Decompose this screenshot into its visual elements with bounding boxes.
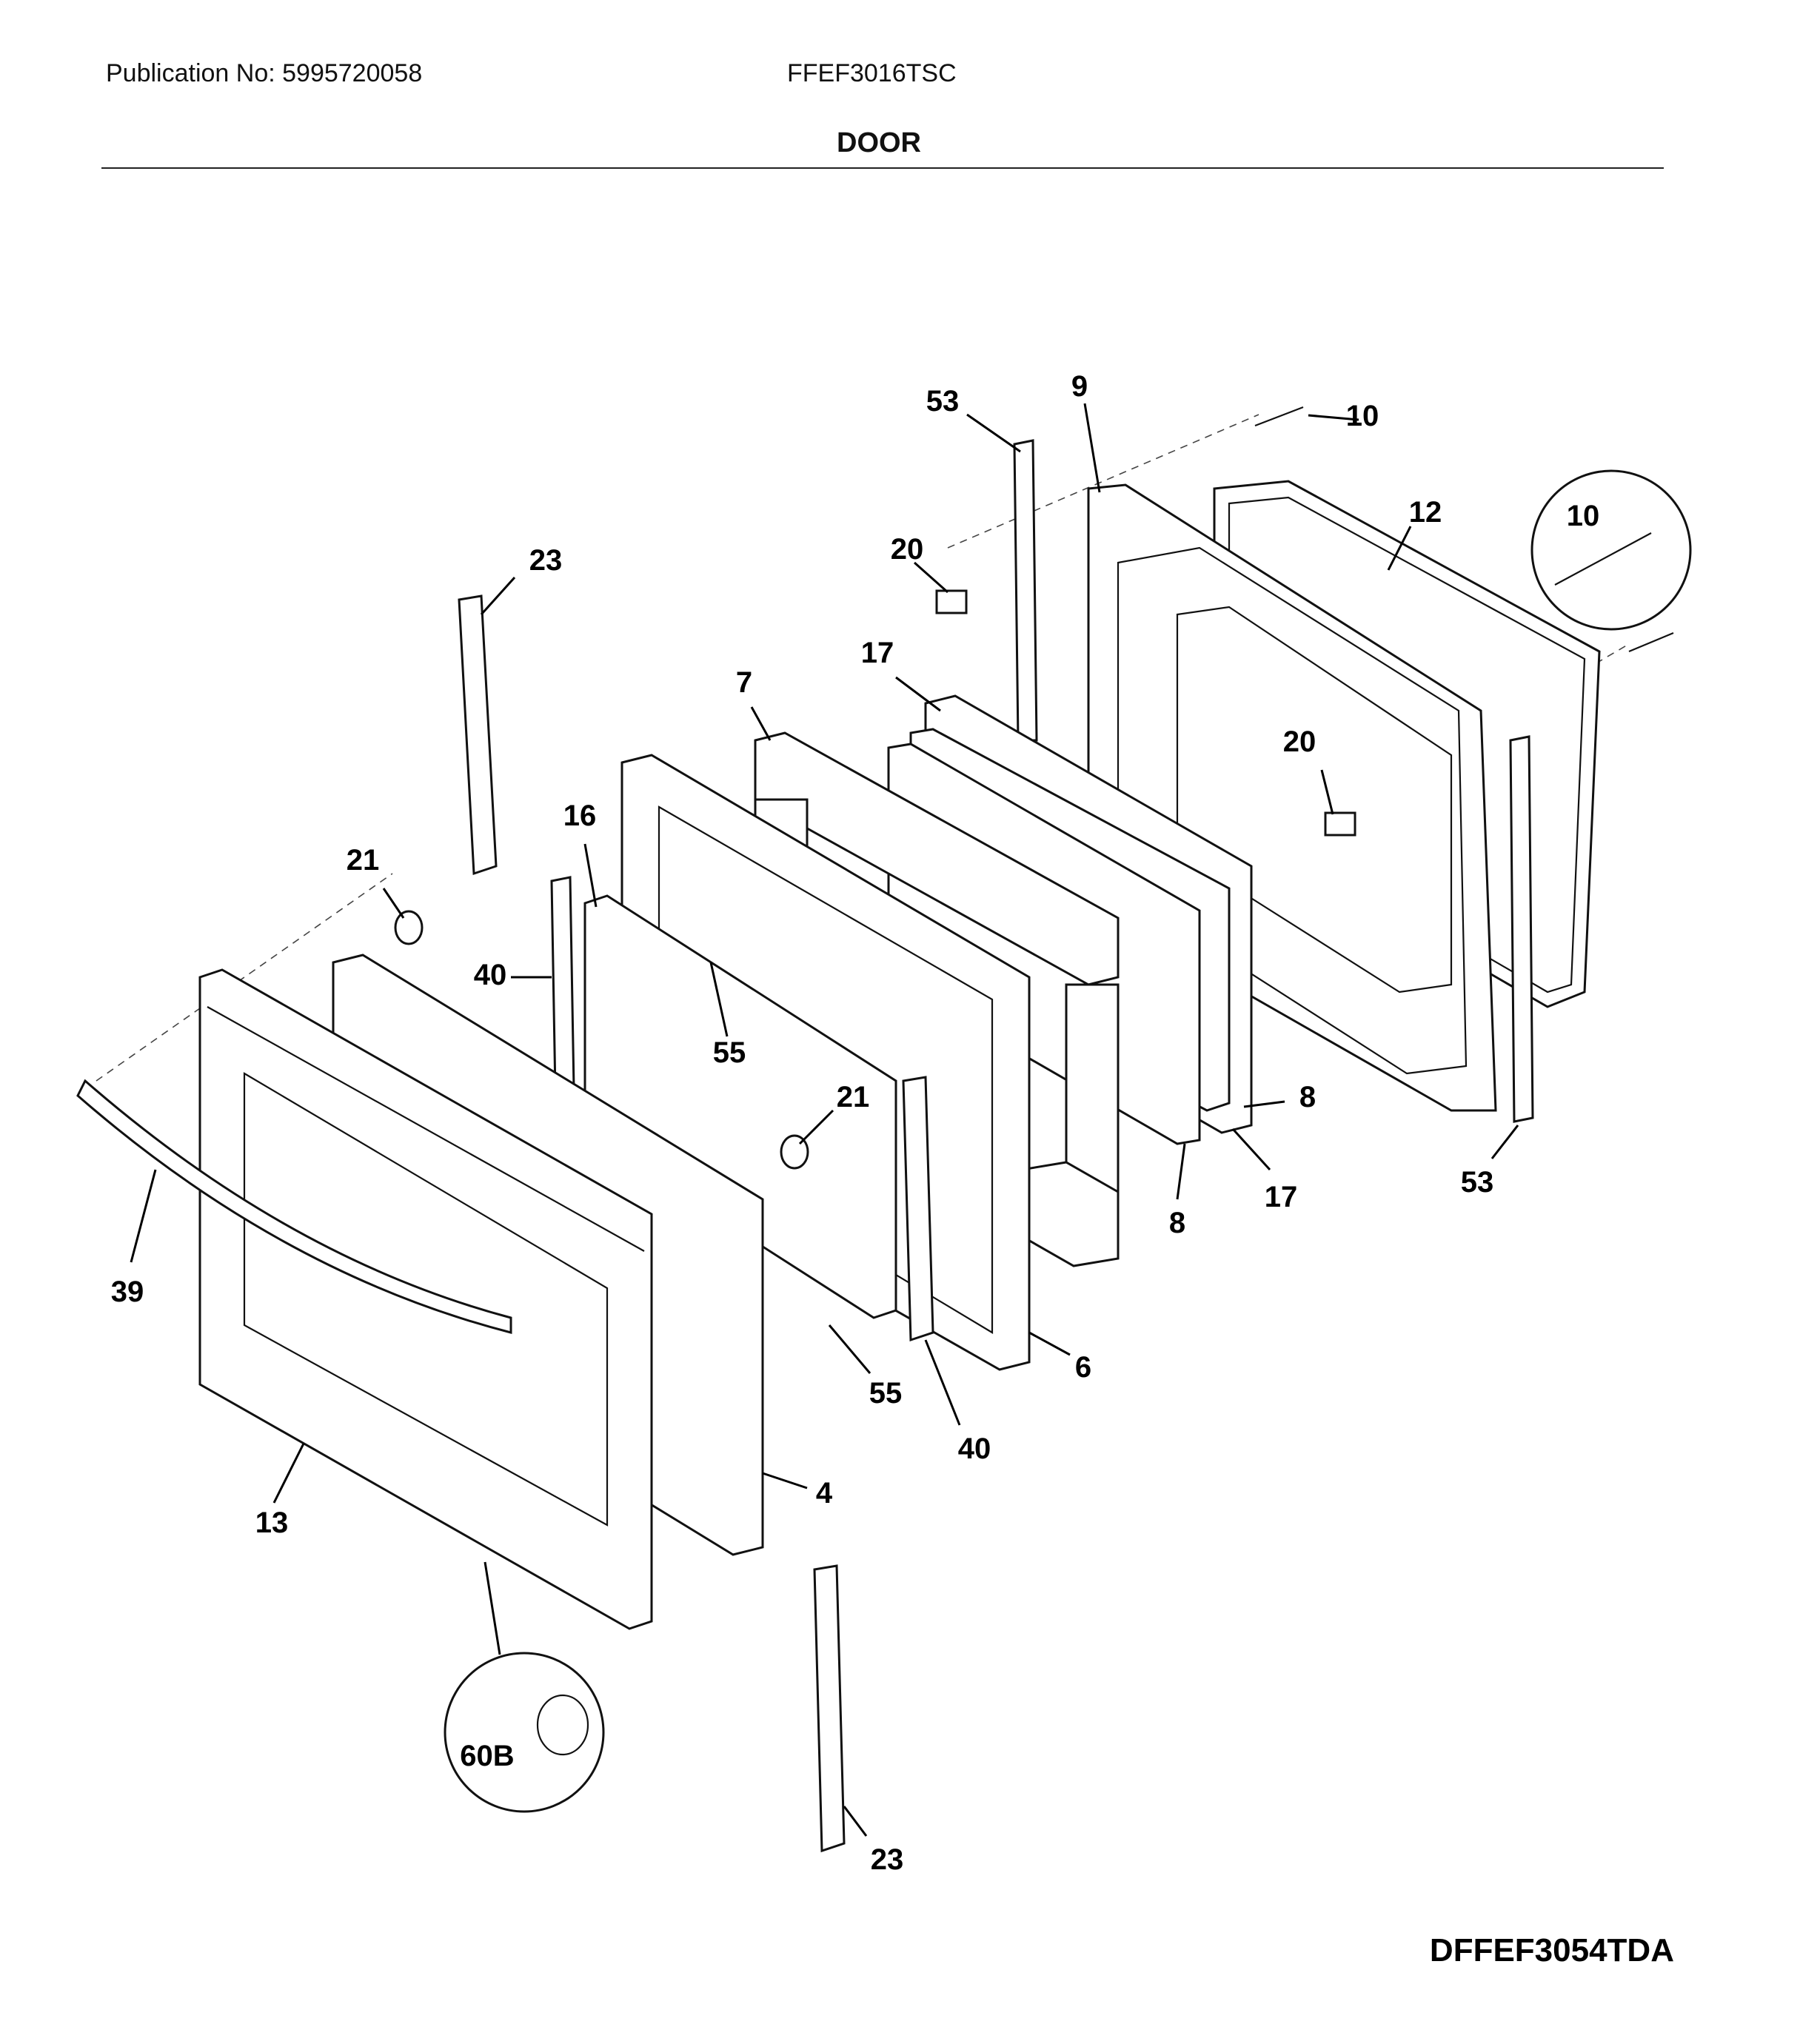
leader-line <box>1320 769 1334 815</box>
outer-door-13-window <box>243 1072 609 1527</box>
callout-20-top: 20 <box>891 533 924 566</box>
callout-40-bottom: 40 <box>958 1433 991 1465</box>
callout-16: 16 <box>563 800 597 832</box>
screw-10-detail <box>1554 532 1652 586</box>
callout-53-right: 53 <box>1461 1166 1494 1199</box>
callout-23-top: 23 <box>529 544 563 577</box>
leader-line <box>1243 1100 1285 1108</box>
callout-55-top: 55 <box>713 1036 746 1069</box>
callout-6: 6 <box>1075 1351 1091 1384</box>
detail-inset-screw-60B <box>444 1652 605 1813</box>
outer-door-13-top-edge <box>207 1006 645 1252</box>
callout-4: 4 <box>816 1477 833 1509</box>
leader-line <box>895 676 941 712</box>
diagram-code: DFFEF3054TDA <box>1429 1932 1674 1968</box>
channel-40 <box>550 876 575 1093</box>
callout-21-left: 21 <box>347 844 380 877</box>
callout-53-top: 53 <box>926 385 960 418</box>
callout-60B: 60B <box>460 1740 514 1772</box>
leader-line <box>1387 526 1412 571</box>
leader-line <box>750 706 772 741</box>
callout-17-top: 17 <box>861 637 894 669</box>
clip-20 <box>1324 811 1356 837</box>
leader-line <box>762 1472 808 1490</box>
leader-line <box>914 561 948 594</box>
leader-line <box>1308 414 1359 421</box>
leader-line <box>843 1806 868 1837</box>
channel-40 <box>902 1076 934 1342</box>
leader-line <box>130 1169 157 1263</box>
leader-line <box>1231 1127 1271 1171</box>
leader-line <box>709 962 729 1037</box>
leader-line <box>272 1443 305 1504</box>
leader-line <box>1028 1331 1071 1356</box>
section-title: DOOR <box>837 127 921 158</box>
leader-line <box>382 888 405 919</box>
leader-line <box>1490 1125 1519 1159</box>
hinge-23 <box>813 1564 846 1853</box>
screw-10 <box>1628 631 1674 653</box>
leader-line <box>484 1561 501 1655</box>
leader-line <box>924 1339 961 1426</box>
callout-12: 12 <box>1409 496 1442 529</box>
callout-8-bottom: 8 <box>1169 1207 1185 1239</box>
leader-line <box>1176 1143 1186 1200</box>
callout-8-right: 8 <box>1299 1081 1316 1113</box>
callout-10-inset: 10 <box>1567 500 1600 532</box>
callout-10-top: 10 <box>1346 400 1379 432</box>
leader-line <box>966 413 1021 453</box>
header-divider <box>101 167 1664 169</box>
publication-number: Publication No: 5995720058 <box>106 59 423 87</box>
leader-line <box>583 843 598 908</box>
callout-17-bottom: 17 <box>1265 1181 1298 1213</box>
callout-13: 13 <box>255 1507 289 1539</box>
callout-55-bottom: 55 <box>869 1377 903 1410</box>
leader-line <box>798 1109 834 1145</box>
door-handle-39 <box>76 1079 512 1334</box>
alignment-line <box>947 414 1259 549</box>
callout-40-left: 40 <box>474 959 507 991</box>
leader-line <box>1083 403 1101 493</box>
callout-21-right: 21 <box>837 1081 870 1113</box>
alignment-line <box>96 873 393 1082</box>
model-number: FFEF3016TSC <box>787 59 957 87</box>
screw-10 <box>1254 406 1304 427</box>
callout-20-mid: 20 <box>1283 726 1316 758</box>
clip-20 <box>935 589 968 614</box>
screw-60B-head <box>536 1694 589 1756</box>
callout-7: 7 <box>736 666 752 699</box>
leader-line <box>828 1324 871 1374</box>
spacer-21 <box>394 910 424 945</box>
strip-53 <box>1509 735 1534 1123</box>
detail-inset-screw-10 <box>1530 469 1692 631</box>
callout-39: 39 <box>111 1276 144 1308</box>
hinge-23 <box>458 594 498 876</box>
leader-line <box>480 576 516 616</box>
strip-53 <box>1013 439 1038 742</box>
callout-23-bottom: 23 <box>871 1843 904 1876</box>
callout-9: 9 <box>1071 370 1088 403</box>
